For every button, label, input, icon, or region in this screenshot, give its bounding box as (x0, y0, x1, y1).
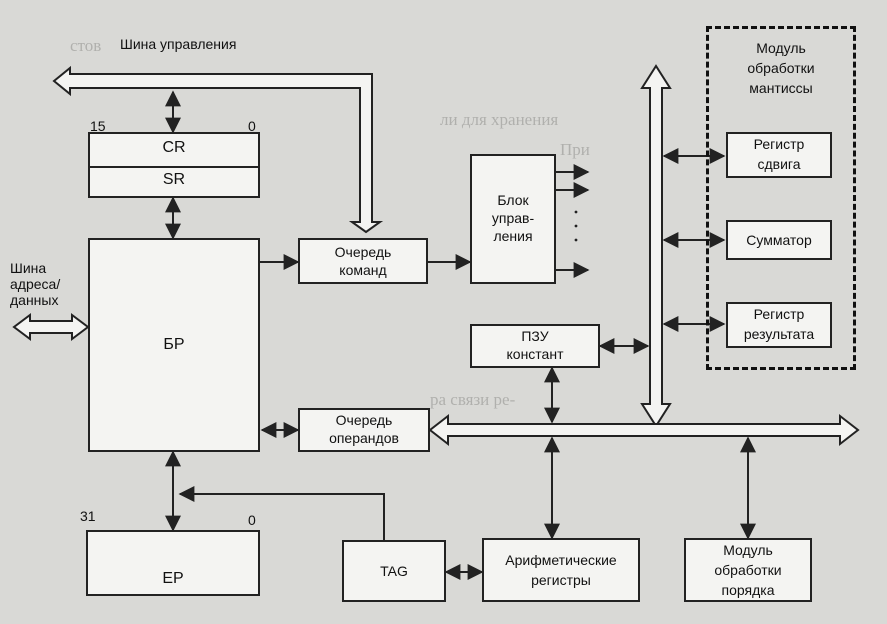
br-block (88, 238, 260, 452)
background-text: При (560, 140, 590, 159)
shift-register-line1: Регистр (753, 136, 805, 152)
background-text: ра связи ре- (430, 390, 516, 409)
mantissa-module-line2: обработки (747, 60, 815, 76)
ep-bit-low-label: 0 (248, 512, 256, 528)
cr-label: CR (162, 139, 186, 156)
constant-rom-line1: ПЗУ (521, 328, 549, 344)
tag-block (342, 540, 446, 602)
command-queue-line1: Очередь (334, 244, 392, 260)
operand-queue (298, 408, 430, 452)
operand-queue-line2: операндов (329, 430, 399, 446)
address-bus-label-line1: Шина (10, 260, 47, 276)
exponent-module-line1: Модуль (723, 542, 773, 558)
exponent-module (684, 538, 812, 602)
result-register-line1: Регистр (753, 306, 805, 322)
mantissa-module-line1: Модуль (756, 40, 806, 56)
command-queue-line2: команд (339, 262, 387, 278)
background-text: стов (70, 36, 102, 55)
shift-register (726, 132, 832, 178)
control-unit-line1: Блок (497, 192, 529, 208)
cr-bit-low-label: 0 (248, 118, 256, 134)
arithmetic-registers-line2: регистры (531, 572, 591, 588)
operand-queue-line1: Очередь (335, 412, 393, 428)
constant-rom-line2: констант (506, 346, 564, 362)
sr-label: SR (162, 171, 186, 188)
arithmetic-registers (482, 538, 640, 602)
result-register-line2: результата (743, 326, 815, 342)
result-register (726, 302, 832, 348)
adder-label: Сумматор (746, 232, 812, 248)
br-label: БР (163, 336, 185, 353)
control-bus-label: Шина управления (120, 36, 237, 52)
ep-bit-high-label: 31 (80, 508, 96, 524)
control-unit-line2: управ- (491, 210, 535, 226)
tag-label: TAG (380, 563, 408, 579)
control-unit-line3: ления (493, 228, 533, 244)
adder (726, 220, 832, 260)
arithmetic-registers-line1: Арифметические (505, 552, 617, 568)
constant-rom (470, 324, 600, 368)
cr-bit-high-label: 15 (90, 118, 106, 134)
exponent-module-line3: порядка (721, 582, 775, 598)
ep-register (86, 530, 260, 596)
command-queue (298, 238, 428, 284)
address-bus-label-line2: адреса/ (10, 276, 61, 292)
exponent-module-line2: обработки (714, 562, 782, 578)
cr-sr-register (88, 132, 260, 198)
ep-label: EP (162, 570, 184, 587)
mantissa-module-line3: мантиссы (749, 80, 813, 96)
control-unit (470, 154, 556, 284)
background-text: ли для хранения (440, 110, 559, 129)
mantissa-module (706, 26, 856, 370)
shift-register-line2: сдвига (757, 156, 801, 172)
address-bus-label-line3: данных (10, 292, 59, 308)
